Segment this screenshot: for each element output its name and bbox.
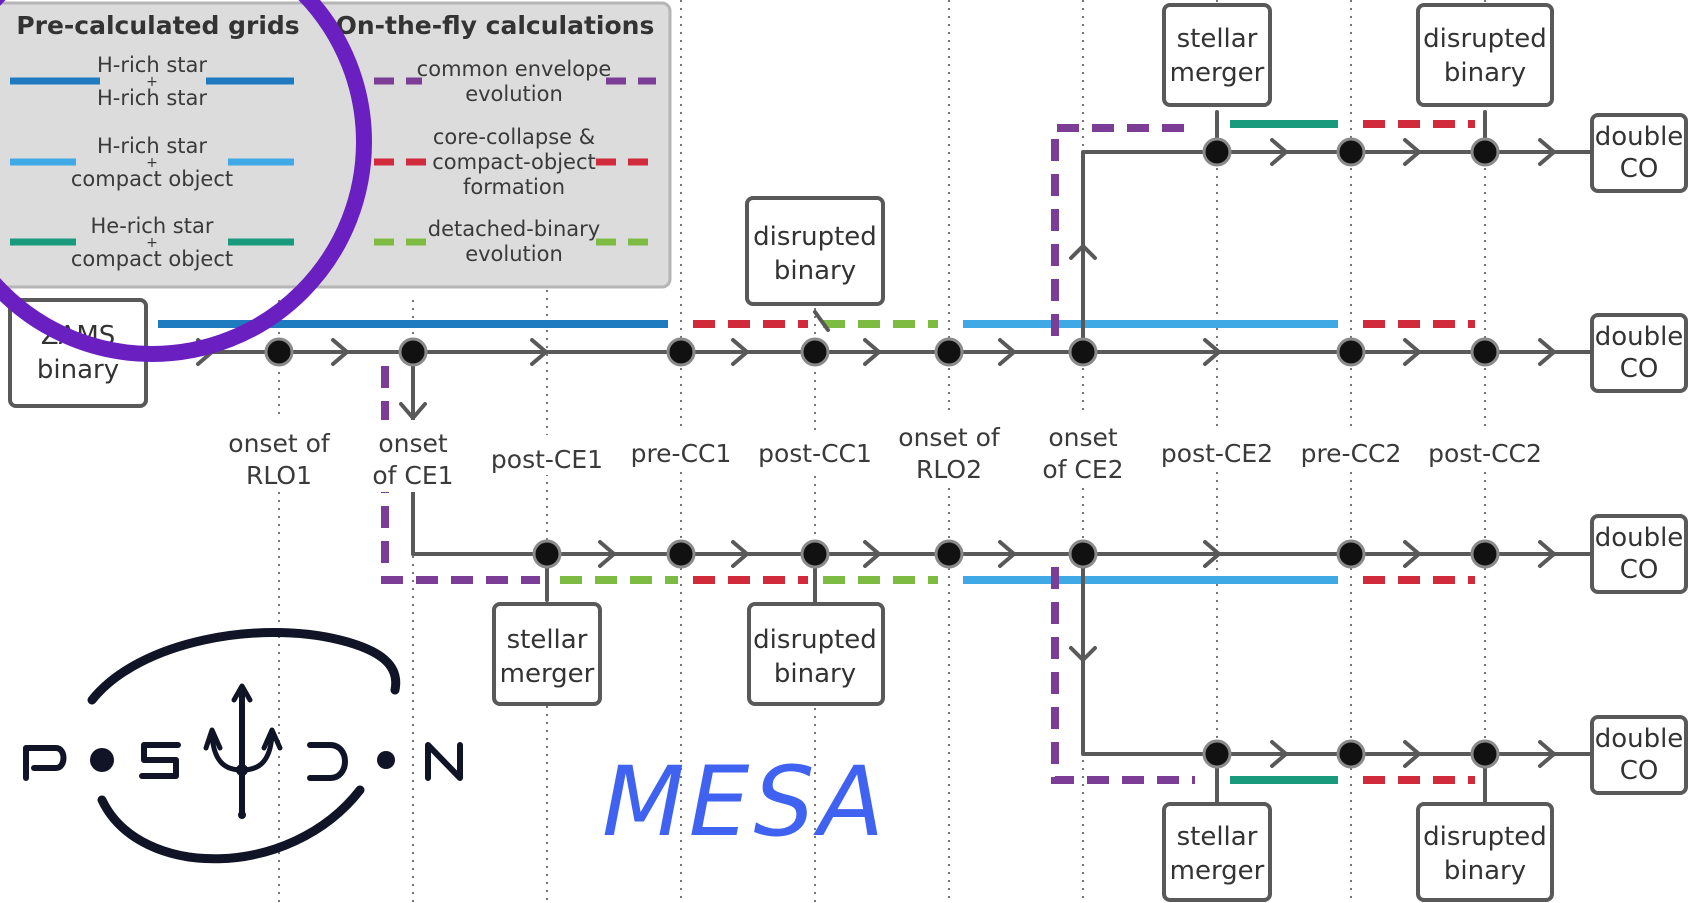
- disrupted-lower-line1: disrupted: [753, 625, 877, 655]
- stage-label-ce1-line2: of CE1: [372, 461, 453, 490]
- legend-detached-line1: detached-binary: [428, 217, 600, 241]
- legend-h-co-top: H-rich star: [97, 134, 207, 158]
- legend-row-detached: detached-binary evolution: [374, 217, 656, 266]
- stage-label-rlo1-line2: RLO1: [246, 461, 312, 490]
- legend-background: [0, 1, 672, 289]
- legend-h-co-bottom: compact object: [71, 167, 233, 191]
- stage-label-ce2-line2: of CE2: [1042, 455, 1123, 484]
- legend-he-co-plus: +: [146, 235, 158, 251]
- legend-row-he-co: He-rich star + compact object: [10, 214, 294, 271]
- disrupted-lower-line2: binary: [774, 659, 856, 689]
- double-co-top-line1: double: [1595, 122, 1684, 152]
- legend-cc-line3: formation: [463, 175, 565, 199]
- zams-line2: binary: [37, 355, 119, 385]
- legend-row-h-co: H-rich star + compact object: [10, 134, 294, 191]
- stage-labels: onset of RLO1 onset of CE1 post-CE1 pre-…: [218, 415, 1548, 492]
- legend-h-co-plus: +: [146, 155, 158, 171]
- double-co-top-line2: CO: [1620, 154, 1659, 184]
- double-co-bottom-line2: CO: [1620, 756, 1659, 786]
- disrupted-top-line1: disrupted: [1423, 24, 1547, 54]
- stage-label-postcc1: post-CC1: [758, 439, 872, 468]
- legend-panel: Pre-calculated grids On-the-fly calculat…: [0, 1, 672, 289]
- stage-label-postce2: post-CE2: [1161, 439, 1273, 468]
- merger-top-line2: merger: [1170, 58, 1265, 88]
- mesa-logo: MESA: [602, 746, 888, 858]
- stellar-merger-box-lower: stellar merger: [492, 602, 602, 706]
- stage-label-ce2-line1: onset: [1048, 423, 1118, 452]
- stage-label-postce1: post-CE1: [491, 445, 603, 474]
- legend-cc-line1: core-collapse &: [433, 125, 595, 149]
- disrupted-bottom-line1: disrupted: [1423, 822, 1547, 852]
- evolution-nodes: [264, 137, 1500, 769]
- legend-h-h-bottom: H-rich star: [97, 86, 207, 110]
- stage-label-rlo1-line1: onset of: [228, 429, 331, 458]
- legend-row-ce: common envelope evolution: [374, 57, 656, 106]
- merger-lower-line1: stellar: [507, 625, 588, 655]
- legend-he-co-bottom: compact object: [71, 247, 233, 271]
- legend-ce-line2: evolution: [465, 82, 563, 106]
- merger-bottom-line1: stellar: [1177, 822, 1258, 852]
- track-lower: [411, 468, 1592, 556]
- double-co-box-lower: double CO: [1590, 514, 1688, 594]
- double-co-box-main: double CO: [1590, 313, 1688, 393]
- disrupted-bottom-line2: binary: [1444, 856, 1526, 886]
- legend-detached-line2: evolution: [465, 242, 563, 266]
- merger-lower-line2: merger: [500, 659, 595, 689]
- double-co-main-line2: CO: [1620, 354, 1659, 384]
- legend-precalc-title: Pre-calculated grids: [16, 11, 299, 40]
- stage-label-precc2: pre-CC2: [1301, 439, 1402, 468]
- double-co-box-top: double CO: [1590, 113, 1688, 193]
- legend-row-cc: core-collapse & compact-object formation: [374, 125, 656, 199]
- legend-row-h-h: H-rich star + H-rich star: [10, 53, 294, 110]
- stage-label-postcc2: post-CC2: [1428, 439, 1542, 468]
- stellar-merger-box-bottom: stellar merger: [1162, 802, 1272, 902]
- posydon-logo: [23, 628, 463, 864]
- stage-label-ce1-line1: onset: [378, 429, 448, 458]
- disrupted-binary-box-lower: disrupted binary: [747, 602, 885, 706]
- legend-ce-line1: common envelope: [417, 57, 612, 81]
- legend-h-h-plus: +: [146, 74, 158, 90]
- double-co-lower-line2: CO: [1620, 555, 1659, 585]
- disrupted-binary-box-top: disrupted binary: [1416, 3, 1554, 107]
- stellar-merger-box-top: stellar merger: [1162, 3, 1272, 107]
- merger-top-line1: stellar: [1177, 24, 1258, 54]
- legend-he-co-top: He-rich star: [91, 214, 214, 238]
- double-co-lower-line1: double: [1595, 523, 1684, 553]
- double-co-box-bottom: double CO: [1590, 715, 1688, 795]
- disrupted-1-line1: disrupted: [753, 222, 877, 252]
- double-co-main-line1: double: [1595, 322, 1684, 352]
- stage-label-rlo2-line1: onset of: [898, 423, 1001, 452]
- highlight-ring: [0, 0, 372, 362]
- outcome-boxes: ZAMS binary disrupted binary stellar mer…: [8, 3, 1688, 902]
- disrupted-binary-box-1: disrupted binary: [745, 196, 885, 306]
- stage-label-precc1: pre-CC1: [631, 439, 732, 468]
- double-co-bottom-line1: double: [1595, 724, 1684, 754]
- legend-cc-line2: compact-object: [432, 150, 596, 174]
- disrupted-1-line2: binary: [774, 256, 856, 286]
- legend-onfly-title: On-the-fly calculations: [336, 11, 655, 40]
- legend-h-h-top: H-rich star: [97, 53, 207, 77]
- stage-label-rlo2-line2: RLO2: [916, 455, 982, 484]
- disrupted-top-line2: binary: [1444, 58, 1526, 88]
- disrupted-binary-box-bottom: disrupted binary: [1416, 802, 1554, 902]
- merger-bottom-line2: merger: [1170, 856, 1265, 886]
